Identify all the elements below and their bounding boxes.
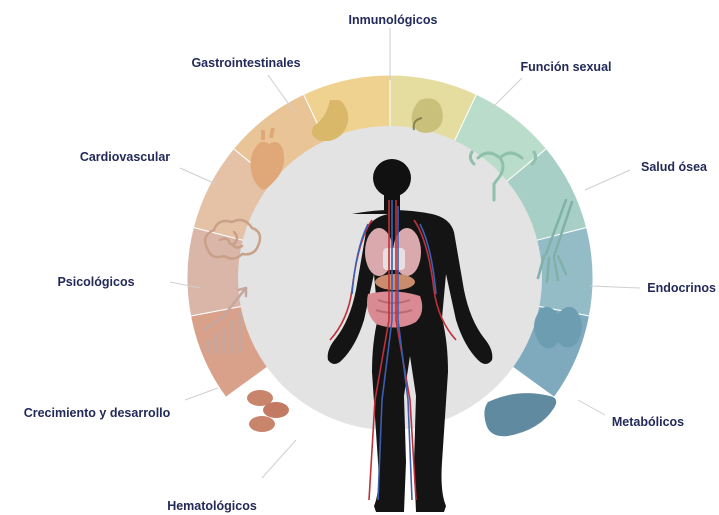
label-hematologicos: Hematológicos <box>167 499 257 513</box>
label-metabolicos: Metabólicos <box>612 415 684 429</box>
label-endocrinos: Endocrinos <box>647 281 716 295</box>
label-inmunologicos: Inmunológicos <box>349 13 438 27</box>
label-psicologicos: Psicológicos <box>57 275 134 289</box>
label-cardiovascular: Cardiovascular <box>80 150 170 164</box>
blood-cells-icon <box>247 390 289 432</box>
label-salud-osea: Salud ósea <box>641 160 708 174</box>
label-gastrointestinales: Gastrointestinales <box>191 56 300 70</box>
liver-icon <box>484 393 556 436</box>
label-funcion-sexual: Función sexual <box>521 60 612 74</box>
label-crecimiento-y-desarrollo: Crecimiento y desarrollo <box>24 406 171 420</box>
